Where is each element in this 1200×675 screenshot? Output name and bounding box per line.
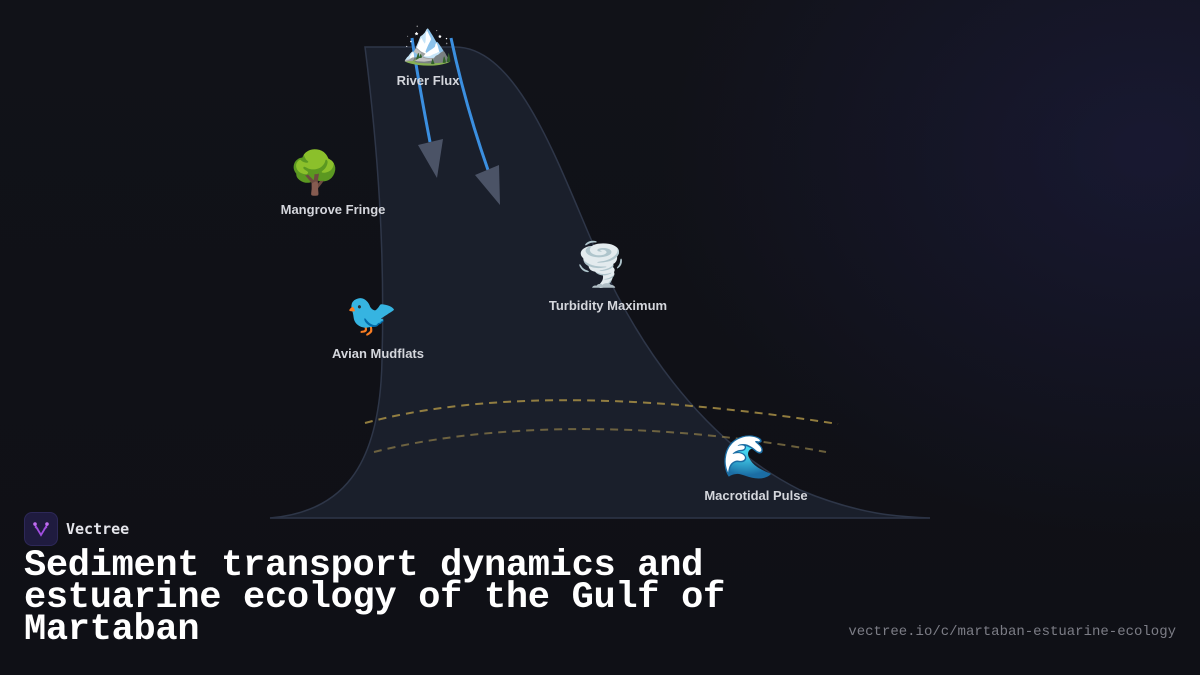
tidal-boundary-outer — [364, 399, 839, 425]
tornado-icon: 🌪️ — [574, 240, 628, 289]
node-label: Turbidity Maximum — [548, 298, 668, 313]
node-river-flux[interactable]: 🏔️ River Flux — [397, 18, 460, 88]
mountain-icon: 🏔️ — [401, 18, 455, 67]
brand: Vectree — [24, 512, 129, 546]
node-label: River Flux — [396, 73, 460, 88]
node-macrotidal-pulse[interactable]: 🌊 Macrotidal Pulse — [704, 432, 807, 503]
arrowhead-2 — [475, 165, 500, 205]
bird-icon: 🐦 — [345, 290, 399, 339]
page-title: Sediment transport dynamics and estuarin… — [24, 545, 725, 651]
node-label: Avian Mudflats — [332, 346, 424, 361]
node-turbidity-maximum[interactable]: 🌪️ Turbidity Maximum — [549, 240, 667, 313]
node-avian-mudflats[interactable]: 🐦 Avian Mudflats — [332, 290, 424, 361]
wave-icon: 🌊 — [721, 432, 775, 481]
flux-arrow-1 — [410, 37, 432, 143]
node-label: Mangrove Fringe — [280, 202, 386, 217]
node-mangrove-fringe[interactable]: 🌳 Mangrove Fringe — [281, 148, 386, 217]
flux-arrow-2 — [449, 37, 490, 171]
node-label: Macrotidal Pulse — [704, 488, 808, 503]
source-link[interactable]: vectree.io/c/martaban-estuarine-ecology — [848, 624, 1176, 640]
tidal-boundary-inner — [373, 428, 827, 453]
brand-name: Vectree — [66, 520, 130, 538]
vectree-logo-icon — [24, 512, 58, 546]
tree-icon: 🌳 — [288, 148, 342, 197]
arrowhead-1 — [418, 139, 443, 178]
